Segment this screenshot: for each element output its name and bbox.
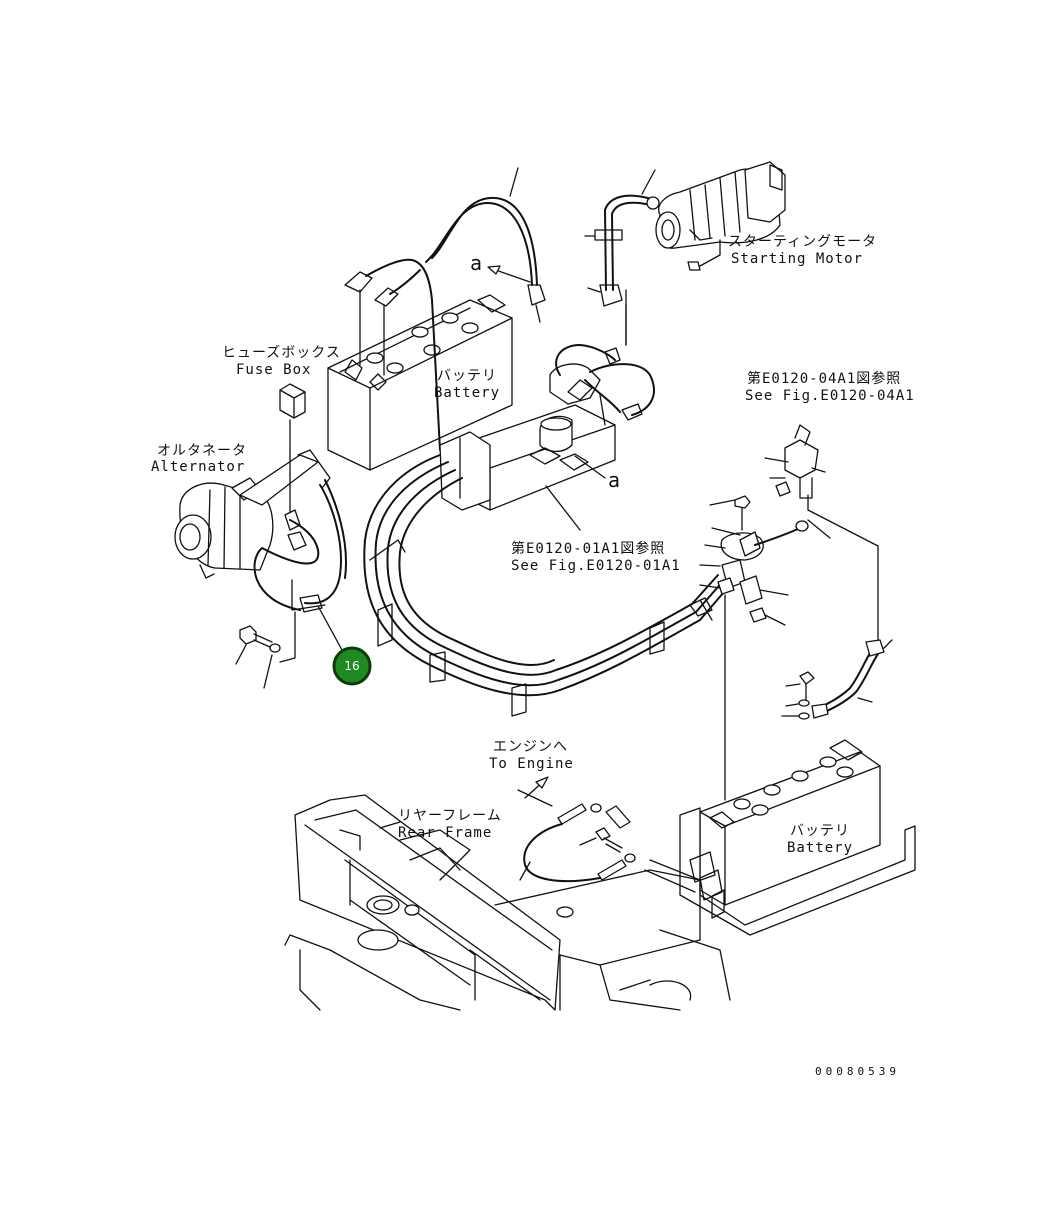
rear-frame-label-en: Rear Frame [398, 825, 492, 841]
to-engine-label-en: To Engine [489, 756, 574, 772]
starting-motor [655, 161, 786, 271]
bolt-washer-alternator [235, 625, 281, 689]
ref-01a1-label-jp: 第E0120-01A1図参照 [511, 540, 665, 557]
alternator [174, 449, 331, 579]
ref-04a1-label-en: See Fig.E0120-04A1 [745, 388, 915, 404]
connector-cluster [699, 495, 831, 801]
engine-ground-cable [517, 789, 636, 883]
fuse-box-label-jp: ヒューズボックス [222, 345, 341, 361]
battery-bottom-label-jp: バッテリ [790, 823, 850, 839]
disconnect-switch [764, 424, 879, 641]
alternator-label-en: Alternator [151, 459, 245, 475]
ref-04a1-label-jp: 第E0120-04A1図参照 [747, 370, 901, 387]
battery-top-label-jp: バッテリ [437, 368, 497, 384]
rear-frame [284, 794, 731, 1011]
to-engine-label-jp: エンジンへ [493, 739, 568, 755]
alternator-harness [253, 454, 347, 663]
document-number: 00080539 [815, 1065, 900, 1078]
fuse-box-label-en: Fuse Box [236, 362, 311, 378]
battery-bottom-label-en: Battery [787, 840, 853, 856]
callout-16[interactable]: 16 [332, 646, 372, 686]
battery-cable-right [781, 639, 893, 720]
alternator-label-jp: オルタネータ [157, 443, 247, 459]
callout-16-number: 16 [344, 659, 359, 673]
marker-a-mid: a [608, 468, 621, 492]
battery-top [327, 294, 513, 471]
starter-cable [584, 169, 660, 346]
battery-bottom [644, 739, 916, 936]
marker-a-top: a [470, 251, 483, 275]
battery-top-label-en: Battery [434, 385, 500, 401]
callout-16-circle[interactable] [332, 646, 372, 686]
main-harness [363, 454, 731, 717]
direction-arrows [487, 265, 549, 799]
starting-motor-label-jp: スターティングモータ [728, 234, 877, 250]
battery-cables-top [344, 167, 546, 451]
battery-relay-assembly [439, 289, 655, 531]
fuse-box [279, 383, 306, 456]
starting-motor-label-en: Starting Motor [731, 251, 863, 267]
rear-frame-label-jp: リヤーフレーム [398, 808, 502, 824]
ref-01a1-label-en: See Fig.E0120-01A1 [511, 558, 681, 574]
